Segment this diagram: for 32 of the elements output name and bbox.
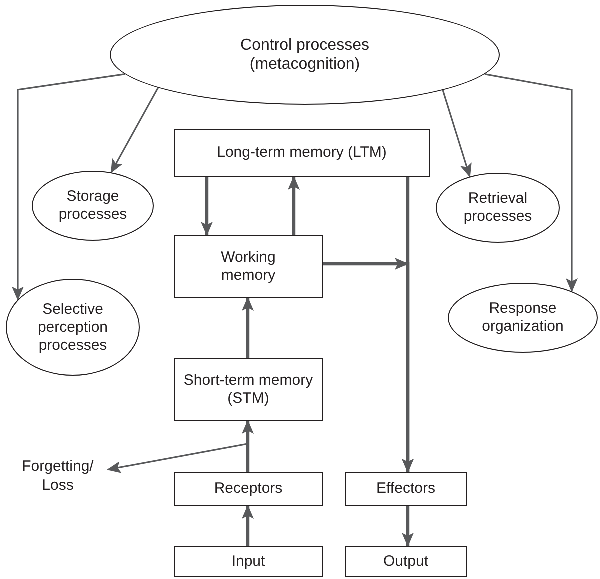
memory-box	[174, 546, 323, 577]
arrow	[402, 506, 414, 547]
arrow	[242, 505, 254, 546]
node-label: Storage processes	[58, 188, 128, 224]
memory-box	[174, 472, 323, 506]
node-label: Long-term memory (LTM)	[217, 144, 387, 162]
arrow	[402, 177, 414, 473]
memory-box	[345, 472, 467, 506]
arrow	[442, 90, 472, 178]
arrow	[201, 177, 213, 236]
node-label: Selective perception processes	[36, 300, 110, 354]
arrow	[242, 297, 254, 358]
arrow	[12, 74, 126, 301]
node-label: Receptors	[214, 480, 283, 498]
node-label: Input	[232, 552, 266, 570]
arrow	[110, 88, 159, 174]
arrow	[242, 420, 254, 472]
memory-box	[174, 358, 323, 421]
memory-box	[345, 546, 467, 577]
node-label: Output	[383, 552, 429, 570]
arrow	[484, 74, 578, 292]
arrow	[107, 443, 249, 474]
memory-box	[174, 235, 323, 298]
node-label: Effectors	[376, 480, 436, 498]
node-text: Forgetting/ Loss	[8, 458, 108, 500]
memory-box	[174, 129, 430, 177]
node-label: Working memory	[220, 248, 277, 284]
node-label: Response organization	[481, 300, 565, 336]
node-label: Control processes (metacognition)	[240, 36, 370, 74]
arrow	[288, 176, 300, 235]
node-label: Retrieval processes	[462, 190, 534, 226]
node-label: Short-term memory (STM)	[182, 372, 314, 408]
